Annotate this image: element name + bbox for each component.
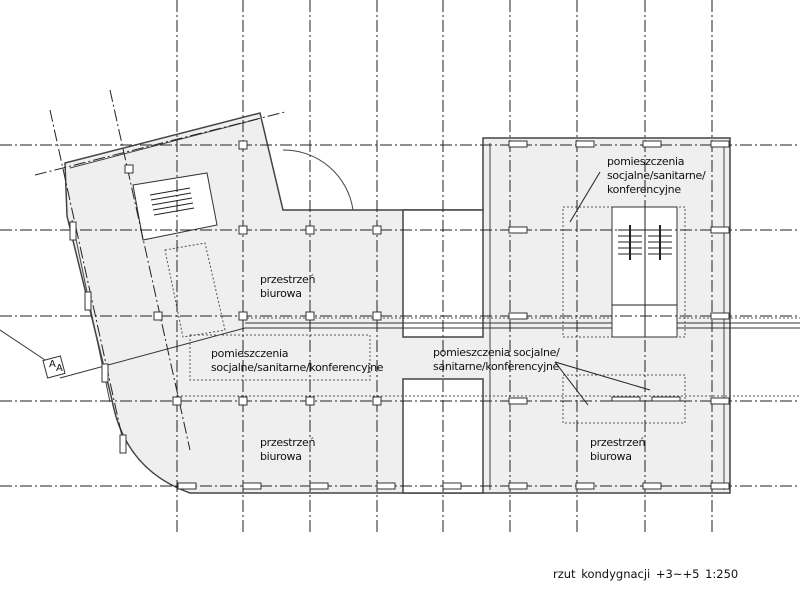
label-line: przestrzeń — [260, 273, 316, 286]
label-social-right-top: pomieszczenia socjalne/sanitarne/ konfer… — [607, 155, 706, 197]
label-line: pomieszczenia — [607, 155, 685, 168]
label-social-middle: pomieszczenia socjalne/sanitarne/konfere… — [211, 347, 384, 375]
label-line: socjalne/sanitarne/konferencyjne — [211, 361, 384, 374]
structural-grid — [0, 0, 800, 535]
stair-core-left — [132, 172, 218, 241]
label-line: biurowa — [260, 287, 302, 300]
label-office-bottom-left: przestrzeń biurowa — [260, 436, 315, 464]
label-line: biurowa — [590, 450, 632, 463]
floor-area — [64, 112, 731, 494]
label-office-bottom-right: przestrzeń biurowa — [590, 436, 645, 464]
section-marker — [42, 355, 66, 379]
section-marker-letter: A — [56, 363, 63, 374]
label-line: biurowa — [260, 450, 302, 463]
columns — [69, 140, 730, 490]
label-office-top-left: przestrzeń biurowa — [260, 273, 315, 301]
label-line: konferencyjne — [607, 183, 681, 196]
label-line: pomieszczenia socjalne/ — [433, 346, 560, 359]
section-marker-letter: A — [49, 359, 56, 370]
label-line: sanitarne/konferencyjne — [433, 360, 560, 373]
label-line: pomieszczenia — [211, 347, 289, 360]
label-line: socjalne/sanitarne/ — [607, 169, 706, 182]
label-social-right-mid: pomieszczenia socjalne/ sanitarne/konfer… — [433, 346, 560, 374]
plan-caption: rzut kondygnacji +3~+5 1:250 — [553, 567, 739, 581]
label-line: przestrzeń — [260, 436, 316, 449]
label-line: przestrzeń — [590, 436, 646, 449]
